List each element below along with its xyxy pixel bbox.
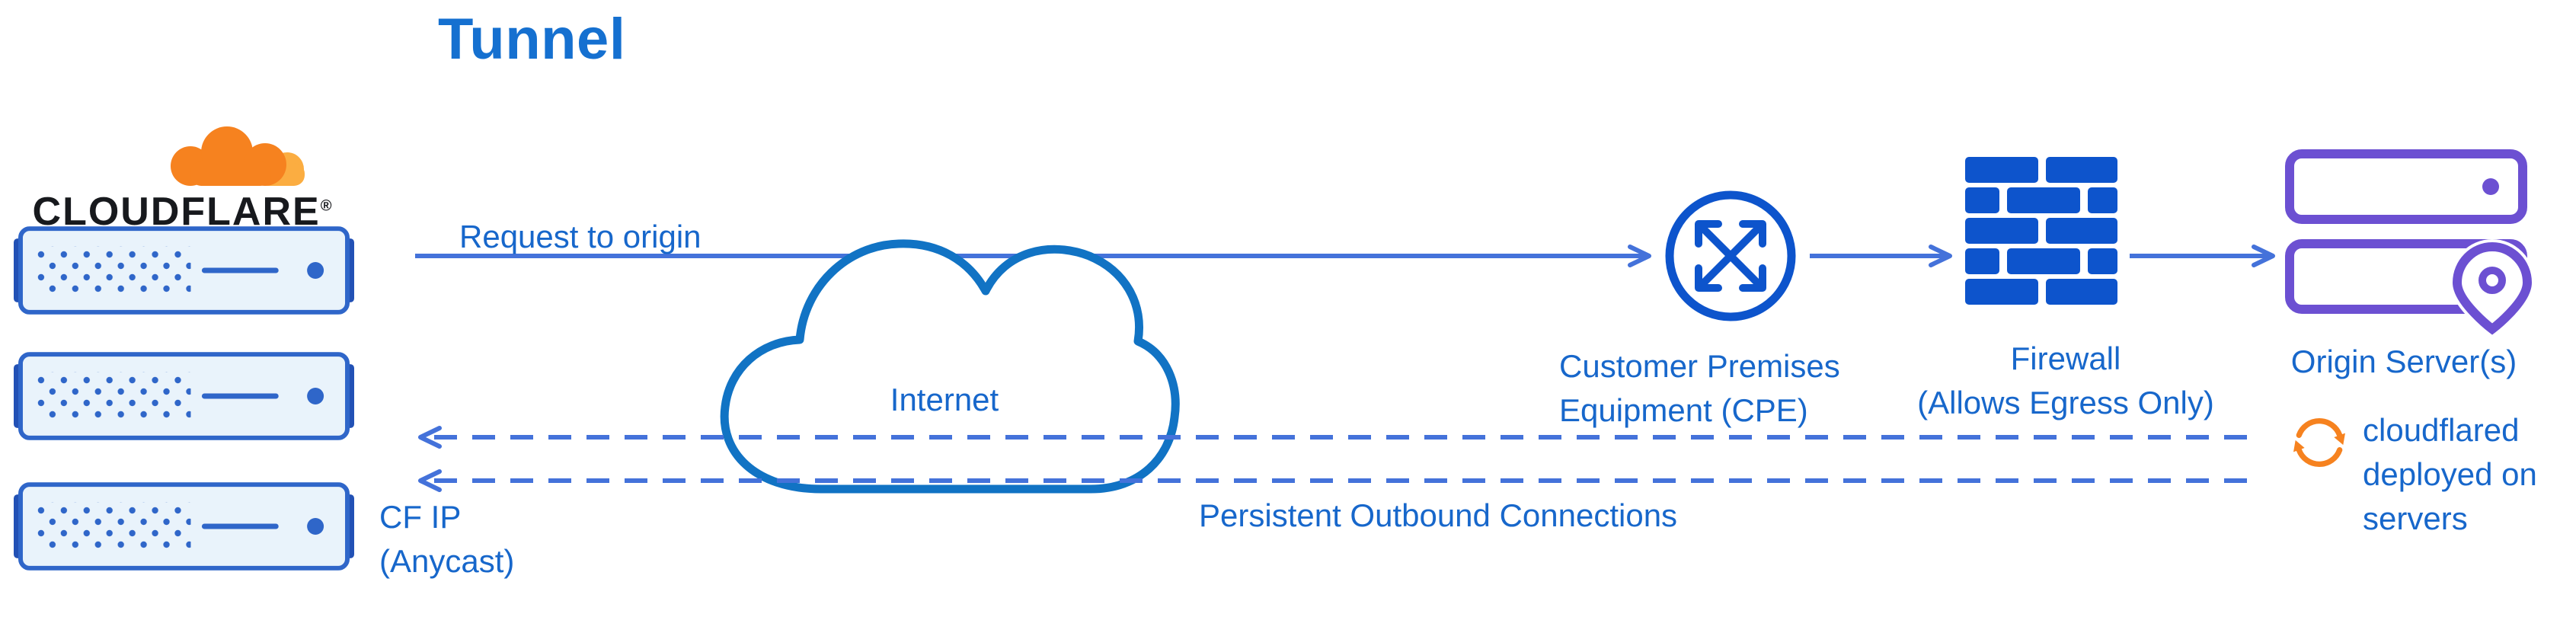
cf-ip-label-line2: (Anycast): [379, 543, 515, 579]
cloudflared-label-line2: deployed on: [2363, 456, 2537, 492]
cloudflared-label: cloudflared deployed on servers: [2363, 408, 2537, 541]
persistent-outbound-label: Persistent Outbound Connections: [1199, 497, 1678, 533]
firewall-icon: [1965, 157, 2117, 305]
cpe-router-icon: [1665, 190, 1796, 321]
cloudflare-cloud-icon: [171, 126, 305, 186]
diagram-title: Tunnel: [438, 7, 626, 72]
internet-label: Internet: [890, 382, 999, 417]
firewall-label-line2: (Allows Egress Only): [1917, 385, 2214, 420]
firewall-label: Firewall (Allows Egress Only): [1837, 337, 2294, 425]
cloudflared-label-line1: cloudflared: [2363, 412, 2520, 448]
firewall-label-line1: Firewall: [2010, 340, 2121, 376]
cf-ip-label-line1: CF IP: [379, 499, 462, 535]
cloudflared-label-line3: servers: [2363, 500, 2468, 536]
origin-servers-label: Origin Server(s): [2290, 344, 2517, 379]
internet-cloud-icon: [720, 239, 1180, 494]
sync-icon: [2293, 417, 2345, 468]
cpe-label-line2: Equipment (CPE): [1559, 392, 1808, 428]
cpe-label: Customer Premises Equipment (CPE): [1559, 344, 1840, 433]
request-to-origin-label: Request to origin: [459, 219, 702, 254]
origin-servers-icon: [2285, 149, 2536, 335]
cpe-label-line1: Customer Premises: [1559, 348, 1840, 384]
cf-ip-label: CF IP (Anycast): [379, 495, 514, 583]
registered-mark: ®: [320, 197, 334, 215]
